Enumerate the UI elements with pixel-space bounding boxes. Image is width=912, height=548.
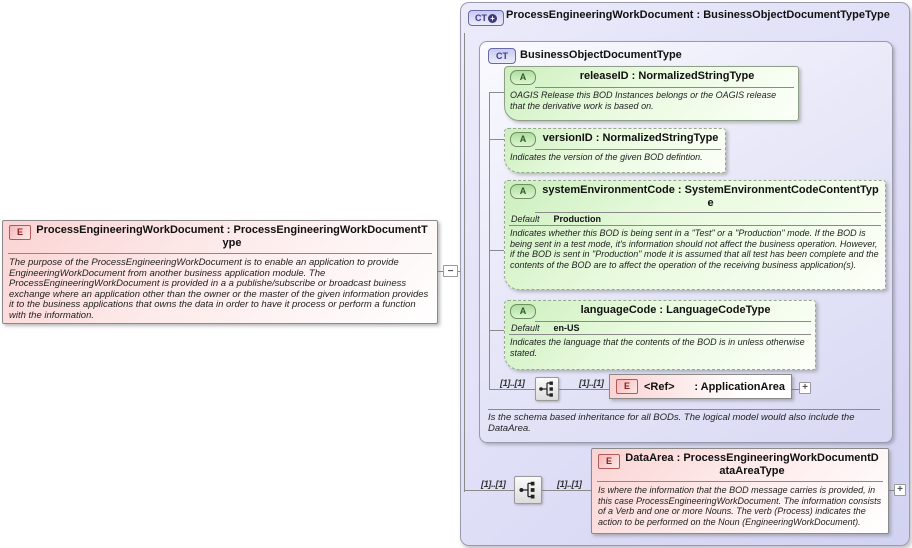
basetype-title: BusinessObjectDocumentType xyxy=(520,49,682,61)
basetype-node[interactable]: CT BusinessObjectDocumentType A releaseI… xyxy=(479,41,893,443)
attribute-header: A systemEnvironmentCode : SystemEnvironm… xyxy=(505,181,885,211)
element-title: ProcessEngineeringWorkDocument : Process… xyxy=(36,224,428,249)
connector-line xyxy=(436,271,443,272)
divider xyxy=(535,321,811,322)
ref-name: <Ref> xyxy=(644,380,675,393)
default-label: Default xyxy=(511,323,540,333)
ct-icon-label: CT xyxy=(475,13,487,23)
attr-stub xyxy=(489,139,504,140)
ref-type: : ApplicationArea xyxy=(694,380,785,393)
element-annotation: The purpose of the ProcessEngineeringWor… xyxy=(9,257,429,321)
attribute-label: languageCode : LanguageCodeType xyxy=(580,304,771,316)
attribute-annotation: Indicates the version of the given BOD d… xyxy=(510,152,703,162)
complextype-global-icon: CT + xyxy=(468,10,504,26)
divider xyxy=(509,225,881,226)
occurrence-label: [1]..[1] xyxy=(557,479,582,489)
default-row: Default en-US xyxy=(505,322,815,334)
element-header: E ProcessEngineeringWorkDocument : Proce… xyxy=(3,221,437,251)
attribute-header: A releaseID : NormalizedStringType xyxy=(505,67,798,86)
attr-stub xyxy=(489,250,504,251)
divider xyxy=(597,481,883,482)
element-title: DataArea : ProcessEngineeringWorkDocumen… xyxy=(625,452,879,477)
attribute-icon: A xyxy=(510,70,536,85)
sequence-icon xyxy=(519,481,535,499)
attribute-annotation: Indicates the language that the contents… xyxy=(510,337,805,358)
default-value: Production xyxy=(553,214,602,224)
attribute-icon: A xyxy=(510,304,536,319)
sequence-line xyxy=(887,490,895,491)
divider xyxy=(535,87,794,88)
attribute-annotation: Indicates whether this BOD is being sent… xyxy=(510,228,879,270)
attribute-node-versionid[interactable]: A versionID : NormalizedStringType Indic… xyxy=(504,128,726,173)
sequence-compositor-button[interactable] xyxy=(514,476,542,504)
element-header: E DataArea : ProcessEngineeringWorkDocum… xyxy=(592,449,888,479)
basetype-annotation: Is the schema based inheritance for all … xyxy=(488,412,855,434)
attribute-node-releaseid[interactable]: A releaseID : NormalizedStringType OAGIS… xyxy=(504,66,799,121)
attribute-node-languagecode[interactable]: A languageCode : LanguageCodeType Defaul… xyxy=(504,300,816,370)
divider xyxy=(509,334,811,335)
expand-button[interactable]: + xyxy=(799,382,811,394)
occurrence-label: [1]..[1] xyxy=(500,378,525,388)
complextype-title: ProcessEngineeringWorkDocument : Busines… xyxy=(506,9,890,21)
element-node-processengineeringworkdocument[interactable]: E ProcessEngineeringWorkDocument : Proce… xyxy=(2,220,438,324)
element-annotation: Is where the information that the BOD me… xyxy=(598,485,882,527)
attribute-icon: A xyxy=(510,184,536,199)
divider xyxy=(8,253,432,254)
divider xyxy=(488,409,880,410)
divider xyxy=(535,149,721,150)
complextype-node[interactable]: CT + ProcessEngineeringWorkDocument : Bu… xyxy=(460,2,910,546)
attribute-icon: A xyxy=(510,132,536,147)
plus-icon: + xyxy=(488,13,497,23)
element-icon: E xyxy=(9,225,31,240)
attribute-header: A languageCode : LanguageCodeType xyxy=(505,301,815,320)
attribute-node-systemenvironmentcode[interactable]: A systemEnvironmentCode : SystemEnvironm… xyxy=(504,180,886,290)
attribute-label: versionID : NormalizedStringType xyxy=(542,132,719,144)
default-value: en-US xyxy=(553,323,580,333)
occurrence-label: [1]..[1] xyxy=(481,479,506,489)
occurrence-label: [1]..[1] xyxy=(579,378,604,388)
model-line xyxy=(464,33,465,492)
collapse-button[interactable]: − xyxy=(443,265,458,277)
attr-stub xyxy=(489,92,504,93)
attr-tree-line xyxy=(489,92,490,390)
element-icon: E xyxy=(598,454,620,469)
attribute-header: A versionID : NormalizedStringType xyxy=(505,129,725,148)
sequence-compositor-button[interactable] xyxy=(535,377,559,401)
element-icon: E xyxy=(616,379,638,394)
sequence-icon xyxy=(539,381,553,397)
sequence-line xyxy=(792,389,800,390)
element-node-dataarea[interactable]: E DataArea : ProcessEngineeringWorkDocum… xyxy=(591,448,889,534)
divider xyxy=(535,212,881,213)
default-label: Default xyxy=(511,214,540,224)
default-row: Default Production xyxy=(505,213,885,225)
ref-element-applicationarea[interactable]: E <Ref> : ApplicationArea xyxy=(609,374,792,399)
attribute-annotation: OAGIS Release this BOD Instances belongs… xyxy=(510,90,777,111)
ct-icon: CT xyxy=(488,48,516,64)
attribute-label: systemEnvironmentCode : SystemEnvironmen… xyxy=(542,184,879,209)
attribute-label: releaseID : NormalizedStringType xyxy=(579,70,755,82)
expand-button[interactable]: + xyxy=(894,484,906,496)
attr-stub xyxy=(489,330,504,331)
